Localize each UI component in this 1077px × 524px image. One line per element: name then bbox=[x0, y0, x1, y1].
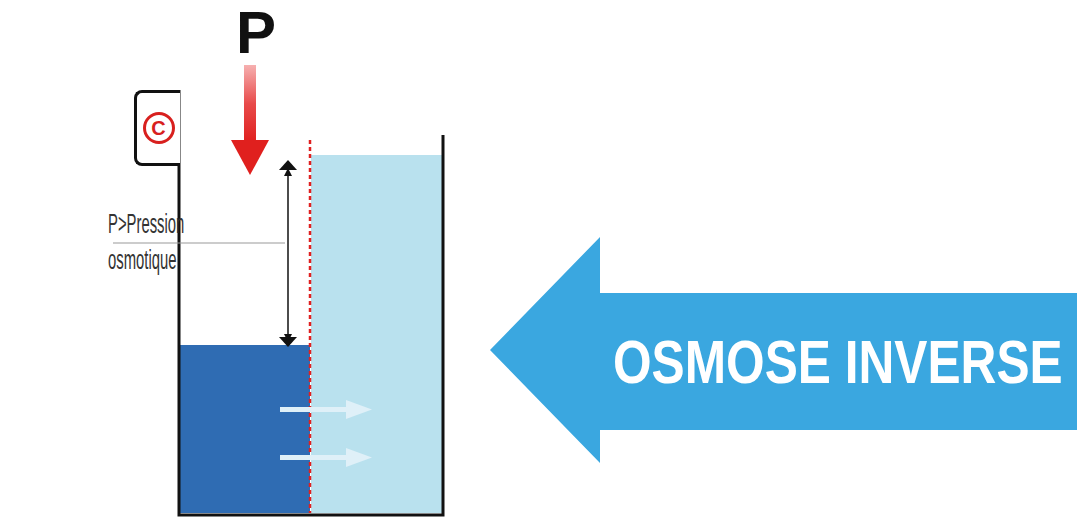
arrow-text: OSMOSE INVERSE bbox=[613, 327, 1063, 397]
direction-arrow: OSMOSE INVERSE bbox=[488, 235, 1077, 465]
arrow-head bbox=[279, 160, 297, 170]
arrow-head bbox=[279, 337, 297, 347]
flow-arrow bbox=[280, 400, 372, 467]
red-circle: C bbox=[143, 112, 175, 144]
leader-line bbox=[113, 242, 285, 243]
arrow-fill bbox=[490, 237, 1077, 463]
beaker-wall bbox=[179, 90, 443, 515]
arrow-text-box: OSMOSE INVERSE bbox=[604, 293, 1072, 430]
pressure-arrow bbox=[244, 65, 256, 143]
pressure-arrow-head bbox=[231, 140, 269, 175]
cap-badge: C bbox=[134, 90, 180, 166]
osmotic-pressure-label: P>Pression osmotique bbox=[108, 206, 185, 278]
badge-letter: C bbox=[151, 118, 165, 138]
pressure-label: P bbox=[236, 0, 276, 68]
concentrated-water bbox=[180, 345, 310, 513]
height-arrow bbox=[287, 172, 289, 338]
